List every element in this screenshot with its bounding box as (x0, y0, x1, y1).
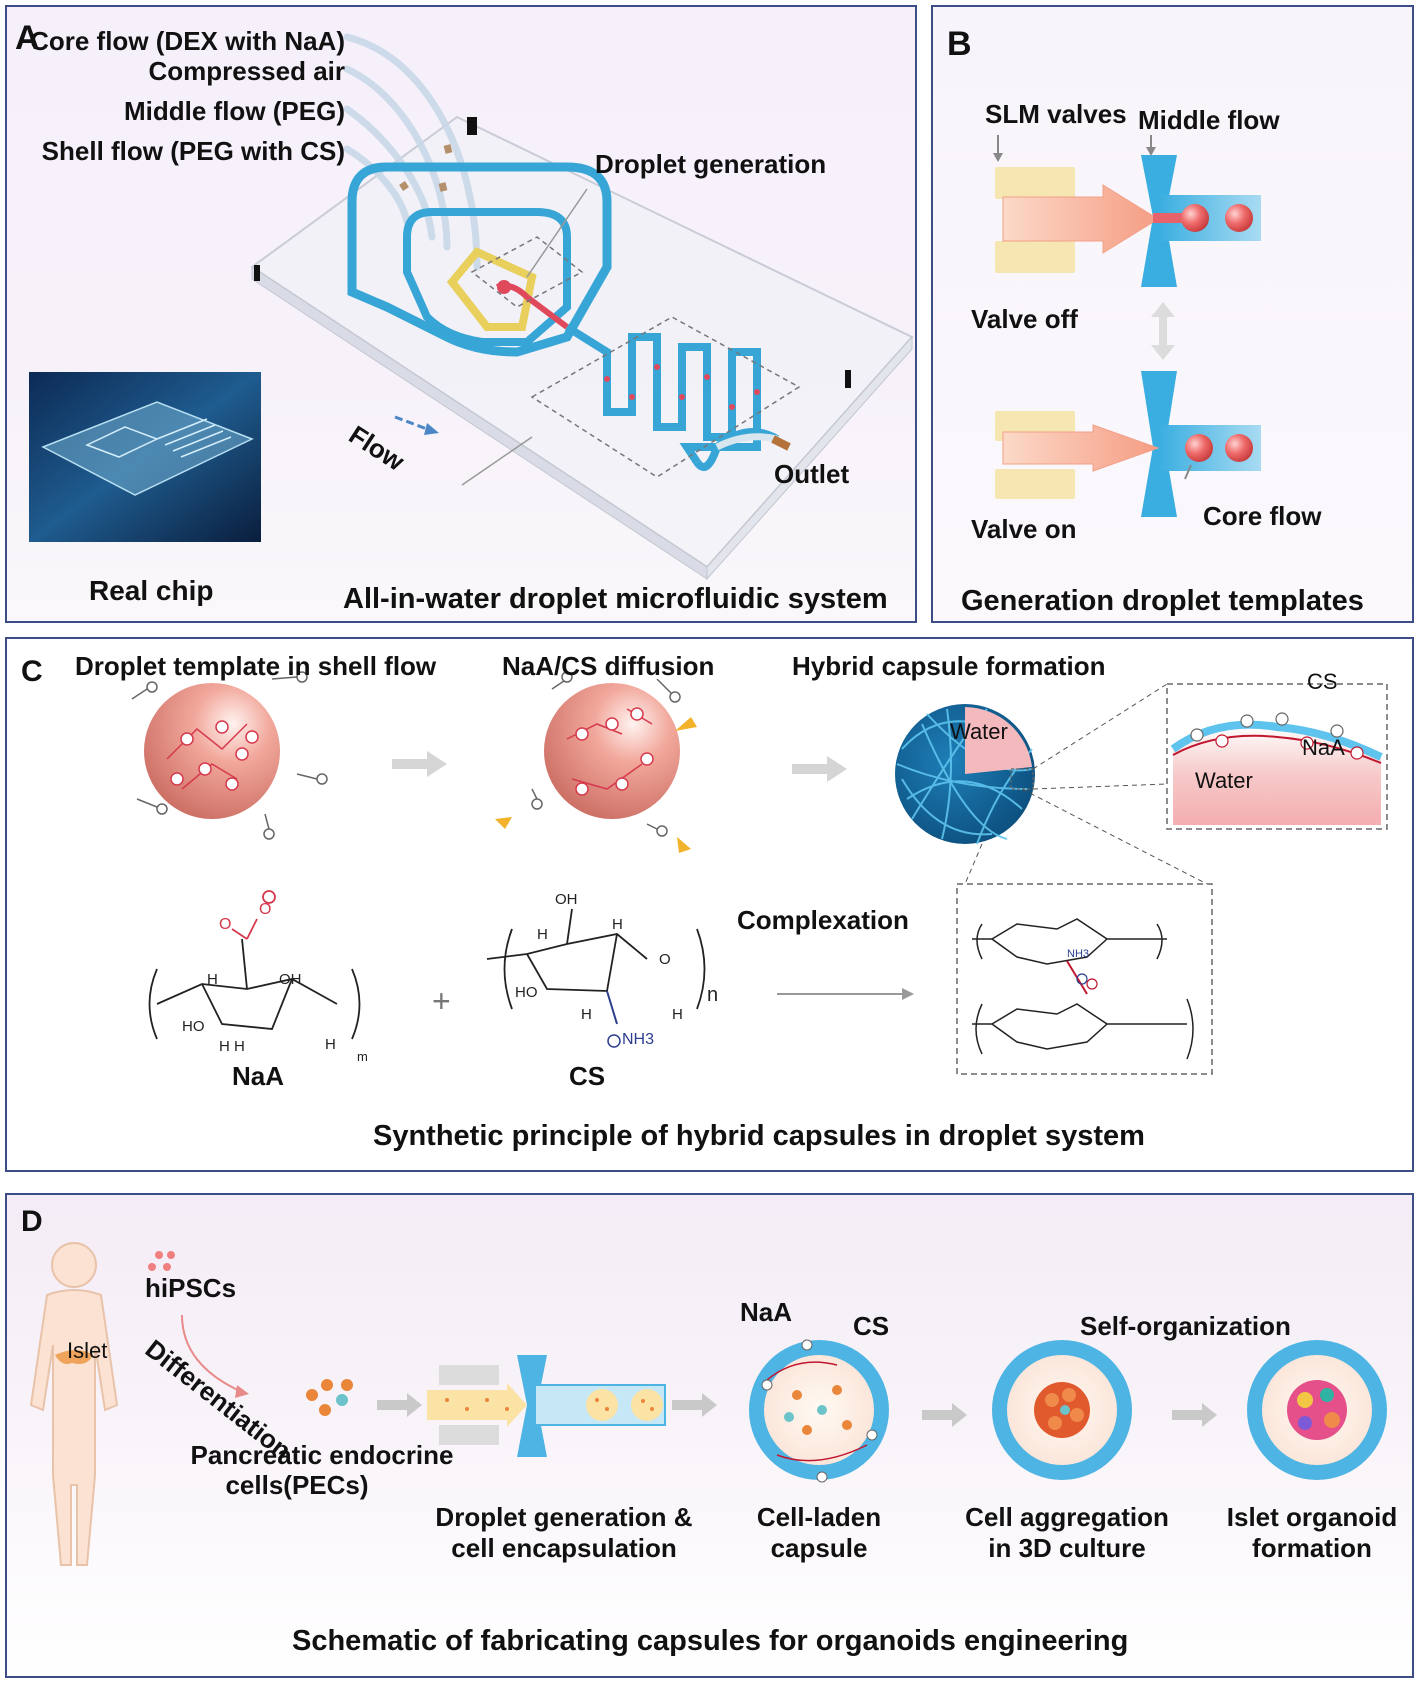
svg-text:NH3: NH3 (1067, 948, 1089, 960)
svg-text:H: H (581, 1006, 592, 1023)
step-droplet-generation-line1: Droplet generation & (435, 1502, 693, 1532)
hipsc-cells (148, 1251, 175, 1271)
panel-b: B SLM valves Middle flow Valve off Valve… (931, 5, 1414, 623)
pec-cells (306, 1379, 353, 1416)
panel-letter: B (947, 25, 972, 63)
toggle-arrow (1151, 302, 1175, 360)
zoom-water-label: Water (1195, 768, 1253, 793)
cs-structure: OH H H O HO H H n (486, 891, 718, 1023)
step-organoid-line2: formation (1252, 1533, 1372, 1563)
panel-a: A Core flow (DEX with NaA) Compressed ai… (5, 5, 917, 623)
panel-a-caption: All-in-water droplet microfluidic system (343, 583, 888, 615)
panel-letter: A (15, 19, 40, 57)
droplet-sphere-2 (544, 683, 680, 819)
svg-text:OH: OH (279, 971, 302, 988)
panel-d-caption: Schematic of fabricating capsules for or… (292, 1625, 1129, 1657)
step-label-diffusion: NaA/CS diffusion (502, 651, 715, 681)
organoid-workflow-illustration (29, 1242, 1387, 1566)
cs-label: CS (569, 1061, 606, 1091)
islet-label: Islet (67, 1338, 108, 1363)
svg-text:H: H (672, 1006, 683, 1023)
pecs-label-line1: Pancreatic endocrine (190, 1440, 454, 1470)
capsule-formation-illustration: NH3 H OH HO H H H m O O OH H (131, 671, 1388, 1075)
middle-flow-label: Middle flow (1138, 105, 1280, 135)
svg-text:m: m (357, 1049, 368, 1064)
svg-text:H: H (325, 1036, 336, 1053)
step-label-capsule-formation: Hybrid capsule formation (792, 651, 1106, 681)
inlet-label-middle: Middle flow (PEG) (124, 96, 345, 126)
svg-text:H: H (207, 971, 218, 988)
svg-text:NH3: NH3 (622, 1031, 654, 1048)
droplet-generator-schematic (993, 135, 1261, 517)
step-aggregation-line1: Cell aggregation (965, 1502, 1169, 1532)
panel-c-caption: Synthetic principle of hybrid capsules i… (373, 1120, 1145, 1152)
panel-b-caption: Generation droplet templates (961, 585, 1364, 617)
core-flow-label: Core flow (1203, 501, 1322, 531)
droplet-generator-icon (427, 1355, 666, 1457)
panel-letter: C (21, 655, 43, 688)
svg-text:O: O (259, 901, 271, 918)
step-cell-laden-line1: Cell-laden (756, 1502, 882, 1532)
inlet-label-air: Compressed air (148, 56, 345, 86)
microfluidic-chip-illustration (29, 33, 914, 581)
plus-sign: + (432, 983, 451, 1019)
valve-off-state (993, 135, 1261, 287)
valve-on-label: Valve on (971, 514, 1077, 544)
capsule-water-label: Water (950, 719, 1008, 744)
zoom-box-structure (956, 883, 1213, 1075)
step-cell-laden-line2: capsule (770, 1533, 868, 1563)
svg-text:n: n (707, 984, 718, 1006)
droplet-sphere-1 (144, 683, 280, 819)
pancreas-icon (55, 1350, 93, 1364)
svg-text:H H: H H (219, 1038, 245, 1055)
human-body-icon (29, 1242, 119, 1566)
svg-text:O: O (659, 951, 671, 968)
hipscs-label: hiPSCs (145, 1273, 237, 1303)
naa-structure: H OH HO H H H m (148, 938, 368, 1064)
real-chip-label: Real chip (89, 575, 214, 606)
valve-off-label: Valve off (971, 304, 1078, 334)
panel-d: D Islet hiPSCs Differentiation Pancreati… (5, 1193, 1414, 1678)
svg-text:HO: HO (515, 984, 538, 1001)
svg-text:H: H (537, 926, 548, 943)
svg-text:H: H (612, 916, 623, 933)
step-droplet-generation-line2: cell encapsulation (451, 1533, 677, 1563)
serpentine-channel (564, 323, 761, 465)
inlet-label-shell: Shell flow (PEG with CS) (41, 136, 345, 166)
step-organoid-line1: Islet organoid (1226, 1502, 1398, 1532)
zoom-cs-label: CS (1307, 669, 1338, 694)
naa-label: NaA (232, 1061, 285, 1091)
panel-letter: D (21, 1205, 43, 1238)
svg-text:O: O (219, 916, 231, 933)
slm-valves-label: SLM valves (985, 99, 1127, 129)
pecs-label-line2: cells(PECs) (225, 1470, 369, 1500)
outlet-label: Outlet (774, 459, 850, 489)
capsule-cs-label: CS (853, 1311, 890, 1341)
droplet-generation-label: Droplet generation (595, 149, 827, 179)
svg-text:HO: HO (182, 1018, 205, 1035)
islet-organoid-icon (1247, 1340, 1387, 1480)
panel-c: NH3 H OH HO H H H m O O OH H (5, 637, 1414, 1172)
complexation-label: Complexation (737, 905, 909, 935)
valve-on-state (995, 371, 1261, 517)
zoom-naa-label: NaA (1302, 735, 1345, 760)
step-label-droplet-template: Droplet template in shell flow (75, 651, 437, 681)
inlet-label-core: Core flow (DEX with NaA) (30, 26, 345, 56)
self-organization-label: Self-organization (1080, 1311, 1291, 1341)
outer-channel (347, 162, 612, 357)
capsule-naa-label: NaA (740, 1297, 793, 1327)
cell-laden-capsule-icon (749, 1339, 889, 1483)
svg-text:OH: OH (555, 891, 578, 908)
cell-aggregate-icon (992, 1340, 1132, 1480)
step-aggregation-line2: in 3D culture (988, 1533, 1146, 1563)
